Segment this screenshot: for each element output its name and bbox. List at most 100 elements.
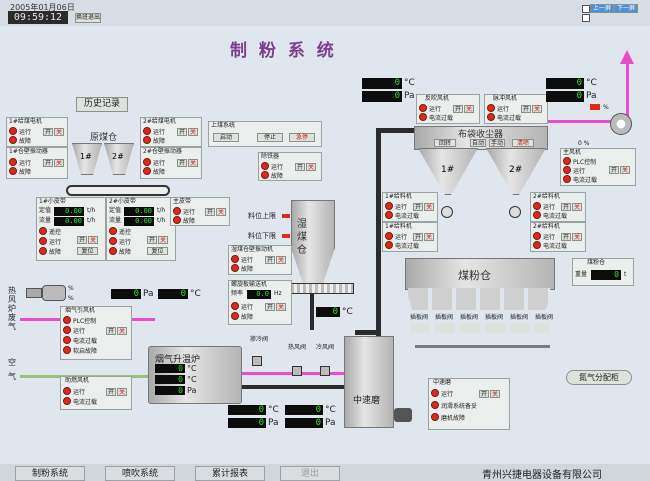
feeder-r2-off-button[interactable]: 关 [572, 233, 582, 241]
cold-valve-icon[interactable] [320, 366, 330, 376]
blow-fan-on-button[interactable]: 开 [453, 105, 463, 113]
feeder-r1-on-button[interactable]: 开 [561, 203, 571, 211]
vibrator-1-off-button[interactable]: 关 [54, 159, 64, 167]
aux-fan-off-button[interactable]: 关 [117, 388, 127, 396]
scale-1-title: 1#小皮带 [39, 198, 66, 205]
prev-screen-button[interactable]: 上一屏 [590, 4, 614, 13]
iron-remover-off-button[interactable]: 关 [306, 163, 316, 171]
screw-on-button[interactable]: 开 [265, 303, 275, 311]
scale-2-flow-label: 流量 [109, 217, 122, 224]
shift-logout-button[interactable]: 换班退出 [75, 13, 101, 23]
vibrator-1-on-button[interactable]: 开 [43, 159, 53, 167]
scale-1-on-button[interactable]: 开 [77, 236, 87, 244]
wet-vibrator-run: 运行 [231, 255, 253, 265]
vibrator-2-off-button[interactable]: 关 [188, 159, 198, 167]
coal-emergency-button[interactable]: 急停 [289, 133, 315, 142]
status-dot [39, 237, 47, 245]
smoke-fan-panel: 烟气引风机 PLC控制 运行 电流过载 软启故障 开 关 [60, 306, 132, 360]
feeder-l2-off-button[interactable]: 关 [424, 233, 434, 241]
hot-gas-fan-icon [42, 285, 66, 301]
nitrogen-cabinet-button[interactable]: 氮气分配柜 [566, 370, 632, 385]
hot-valve-icon[interactable] [292, 366, 302, 376]
feeder-1-on-button[interactable]: 开 [43, 128, 53, 136]
main-fan-on-button[interactable]: 开 [609, 166, 619, 174]
insert-valve-label: 插板阀 [410, 314, 429, 321]
air-label: 空气 [8, 358, 16, 381]
scale-1-panel: 1#小皮带 定值 0.00 t/h 流量 0.00 t/h 遥控 运行 故障 开… [36, 197, 106, 261]
aux-fan-on-button[interactable]: 开 [106, 388, 116, 396]
feeder-l1-off-button[interactable]: 关 [424, 203, 434, 211]
iron-remover-fault: 故障 [261, 171, 283, 181]
vibrator-2-on-button[interactable]: 开 [177, 159, 187, 167]
nav-report[interactable]: 累计报表 [195, 466, 265, 481]
scale-1-off-button[interactable]: 关 [88, 236, 98, 244]
feeder-2-off-button[interactable]: 关 [188, 128, 198, 136]
status-dot [385, 232, 393, 240]
feeder-l2-on-button[interactable]: 开 [413, 233, 423, 241]
coal-start-button[interactable]: 启动 [213, 133, 239, 142]
status-dot [231, 302, 239, 310]
next-screen-button[interactable]: 下一屏 [614, 4, 638, 13]
mill-off-button[interactable]: 关 [490, 390, 500, 398]
feeder-l1-on-button[interactable]: 开 [413, 203, 423, 211]
coal-stop-button[interactable]: 停止 [257, 133, 283, 142]
feeder-r1-off-button[interactable]: 关 [572, 203, 582, 211]
scale-2-reset-button[interactable]: 复位 [147, 247, 168, 255]
screw-conveyor [290, 283, 354, 294]
left-press-display: 0 [111, 289, 141, 299]
smoke-fan-fault: 电流过载 [63, 336, 97, 346]
bag-manual-button[interactable]: 手动 [489, 139, 505, 147]
status-dot [143, 136, 151, 144]
screen-checkbox[interactable] [582, 5, 590, 13]
mix-valve-icon[interactable] [252, 356, 262, 366]
main-fan-off-button[interactable]: 关 [620, 166, 630, 174]
bag-recycle-button[interactable]: 回转 [434, 139, 456, 147]
scale-1-flow-unit: t/h [87, 217, 96, 224]
bag-auto-button[interactable]: 自动 [470, 139, 486, 147]
feeder-r2-on-button[interactable]: 开 [561, 233, 571, 241]
smoke-fan-off-button[interactable]: 关 [117, 327, 127, 335]
feeder-l2-title: 1#给料机 [385, 223, 412, 230]
status-dot [563, 166, 571, 174]
top-right-press-display: 0 [546, 91, 584, 102]
feeder-1-run: 运行 [9, 127, 31, 137]
iron-remover-on-button[interactable]: 开 [295, 163, 305, 171]
scale-1-flow-value: 0.00 [54, 217, 84, 226]
screen-checkbox-2[interactable] [582, 14, 590, 22]
scale-1-reset-button[interactable]: 复位 [77, 247, 98, 255]
scale-2-off-button[interactable]: 关 [158, 236, 168, 244]
status-dot [109, 227, 117, 235]
history-record-button[interactable]: 历史记录 [76, 97, 128, 112]
blow-fan-off-button[interactable]: 关 [464, 105, 474, 113]
mill-on-button[interactable]: 开 [479, 390, 489, 398]
feeder-r2-run: 运行 [533, 232, 555, 242]
bag-pulse-button[interactable]: 清喷 [512, 139, 534, 147]
iron-remover-run: 运行 [261, 162, 283, 172]
nav-injection[interactable]: 喷吹系统 [105, 466, 175, 481]
feeder-1-off-button[interactable]: 关 [54, 128, 64, 136]
mid-temp-unit: °C [342, 307, 353, 317]
nav-pulverizing[interactable]: 制粉系统 [15, 466, 85, 481]
screw-off-button[interactable]: 关 [276, 303, 286, 311]
pulse-fan-on-button[interactable]: 开 [521, 105, 531, 113]
hot-gas-label: 热风炉废气 [8, 286, 16, 331]
scale-1-run: 运行 [39, 237, 61, 247]
status-dot [431, 413, 439, 421]
pulse-fan-off-button[interactable]: 关 [532, 105, 542, 113]
main-belt-on-button[interactable]: 开 [205, 208, 215, 216]
status-dot [63, 316, 71, 324]
nav-exit[interactable]: 退出 [280, 466, 340, 481]
top-right-temp-unit: °C [586, 78, 597, 88]
bag-hopper-1-label: 1# [441, 165, 455, 175]
main-belt-off-button[interactable]: 关 [216, 208, 226, 216]
scale-2-on-button[interactable]: 开 [147, 236, 157, 244]
bottom-press-display: 0 [228, 418, 266, 428]
damper-indicator [590, 104, 600, 110]
level-lower-label: 料位下限 [248, 232, 276, 240]
powder-bin-label: 煤粉仓 [458, 269, 491, 282]
smoke-fan-on-button[interactable]: 开 [106, 327, 116, 335]
wet-vibrator-off-button[interactable]: 关 [276, 256, 286, 264]
furnace-press-unit: Pa [187, 386, 197, 395]
feeder-2-on-button[interactable]: 开 [177, 128, 187, 136]
wet-vibrator-on-button[interactable]: 开 [265, 256, 275, 264]
